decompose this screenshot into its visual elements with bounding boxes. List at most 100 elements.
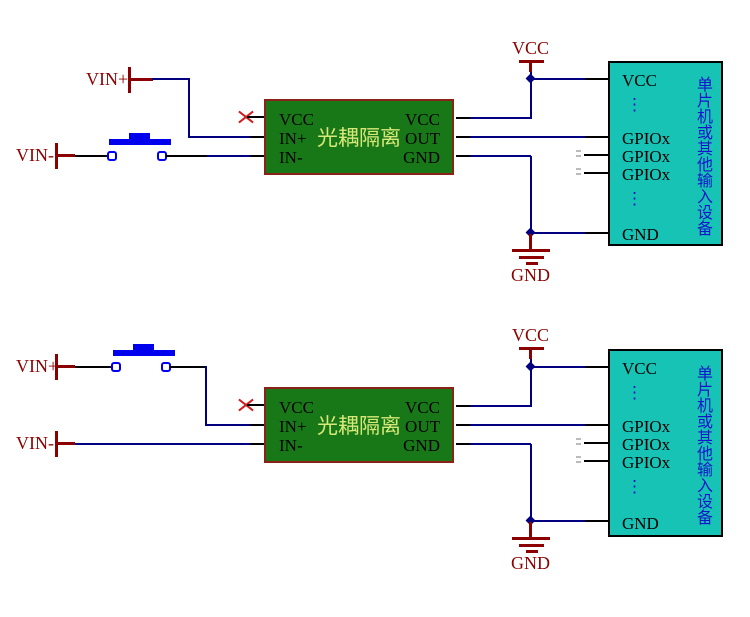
gnd-symbol-label: GND <box>511 265 550 285</box>
vin-plus-terminal <box>128 67 131 93</box>
opto-pin-gnd: GND <box>403 148 440 167</box>
opto-title: 光耦隔离 <box>317 126 401 150</box>
vcc-symbol-label: VCC <box>512 38 550 58</box>
push-button-plunger[interactable] <box>129 133 150 139</box>
ground-bar <box>519 256 544 259</box>
pin-stub <box>456 136 470 138</box>
button-terminal[interactable] <box>111 362 121 372</box>
wire <box>470 405 532 407</box>
pin-stub <box>250 424 264 426</box>
pin-stub <box>585 232 608 234</box>
wire <box>207 155 250 157</box>
pin-stub <box>585 136 608 138</box>
pin-stub <box>456 405 470 407</box>
ellipsis-dots: ⋮ <box>626 383 643 402</box>
opto-pin-vcc-left: VCC <box>279 110 314 129</box>
button-terminal[interactable] <box>107 151 117 161</box>
vin-plus-label: VIN+ <box>16 356 59 376</box>
wire <box>532 232 585 234</box>
mcu-pin-gpio-2: GPIOx <box>622 147 671 166</box>
opto-title: 光耦隔离 <box>317 414 401 438</box>
wire <box>530 359 532 406</box>
pin-stub <box>247 116 264 118</box>
wire <box>170 366 207 368</box>
pin-stub <box>456 443 470 445</box>
ground-bar <box>519 544 544 547</box>
wire <box>205 424 250 426</box>
vin-minus-terminal <box>55 143 58 169</box>
opto-pin-in-plus: IN+ <box>279 417 307 436</box>
vin-plus-label: VIN+ <box>86 69 129 89</box>
opto-pin-in-plus: IN+ <box>279 129 307 148</box>
wire <box>75 366 112 368</box>
optocoupler-box: VCC IN+ IN- 光耦隔离 VCC OUT GND <box>264 387 454 463</box>
vcc-symbol-bar <box>519 347 544 350</box>
wire <box>58 365 75 368</box>
wire <box>75 443 250 445</box>
wire <box>532 520 585 522</box>
wire <box>532 78 585 80</box>
nc-mark <box>576 456 581 458</box>
pin-stub <box>250 155 264 157</box>
pin-stub <box>585 424 608 426</box>
wire <box>188 136 250 138</box>
vcc-symbol-bar <box>519 60 544 63</box>
wire <box>470 155 531 157</box>
mcu-side-label: 单片机或其他输入设备 <box>694 76 711 236</box>
opto-pin-in-minus: IN- <box>279 148 303 167</box>
gnd-symbol-label: GND <box>511 553 550 573</box>
wire <box>529 234 532 249</box>
pin-stub <box>584 442 608 444</box>
ground-bar <box>526 262 538 265</box>
wire <box>166 155 207 157</box>
nc-mark <box>576 155 581 157</box>
pin-stub <box>250 136 264 138</box>
vin-minus-label: VIN- <box>16 433 54 453</box>
wire <box>75 155 108 157</box>
vin-plus-terminal <box>55 354 58 380</box>
wire <box>470 117 532 119</box>
pin-stub <box>585 78 608 80</box>
pin-stub <box>250 443 264 445</box>
mcu-pin-gnd: GND <box>622 514 659 533</box>
wire <box>530 156 532 234</box>
pin-stub <box>584 172 608 174</box>
wire <box>530 444 532 522</box>
push-button[interactable] <box>109 139 171 145</box>
nc-mark <box>576 173 581 175</box>
mcu-box: VCC ⋮ GPIOx GPIOx GPIOx ⋮ GND 单片机或其他输入设备 <box>608 349 723 537</box>
mcu-side-label: 单片机或其他输入设备 <box>694 365 711 525</box>
pin-stub <box>456 117 470 119</box>
opto-pin-vcc-left: VCC <box>279 398 314 417</box>
ellipsis-dots: ⋮ <box>626 477 643 496</box>
wire <box>532 366 585 368</box>
pin-stub <box>585 520 608 522</box>
opto-pin-out: OUT <box>405 417 440 436</box>
pin-stub <box>247 404 264 406</box>
wire <box>131 78 153 81</box>
push-button[interactable] <box>113 350 175 356</box>
ground-bar <box>512 249 550 252</box>
push-button-plunger[interactable] <box>133 344 154 350</box>
nc-mark <box>576 168 581 170</box>
nc-mark <box>576 150 581 152</box>
nc-mark <box>576 443 581 445</box>
wire <box>205 366 207 426</box>
pin-stub <box>584 460 608 462</box>
vin-minus-label: VIN- <box>16 145 54 165</box>
mcu-pin-gpio-3: GPIOx <box>622 165 671 184</box>
ground-bar <box>526 550 538 553</box>
mcu-pin-gpio-3: GPIOx <box>622 453 671 472</box>
wire <box>470 424 585 426</box>
pin-stub <box>585 366 608 368</box>
mcu-pin-gnd: GND <box>622 225 659 244</box>
pin-stub <box>456 155 470 157</box>
mcu-pin-vcc: VCC <box>622 359 657 378</box>
ellipsis-dots: ⋮ <box>626 189 643 208</box>
wire <box>188 79 190 138</box>
mcu-pin-gpio-2: GPIOx <box>622 435 671 454</box>
pin-stub <box>456 424 470 426</box>
wire <box>529 350 532 359</box>
mcu-pin-vcc: VCC <box>622 71 657 90</box>
